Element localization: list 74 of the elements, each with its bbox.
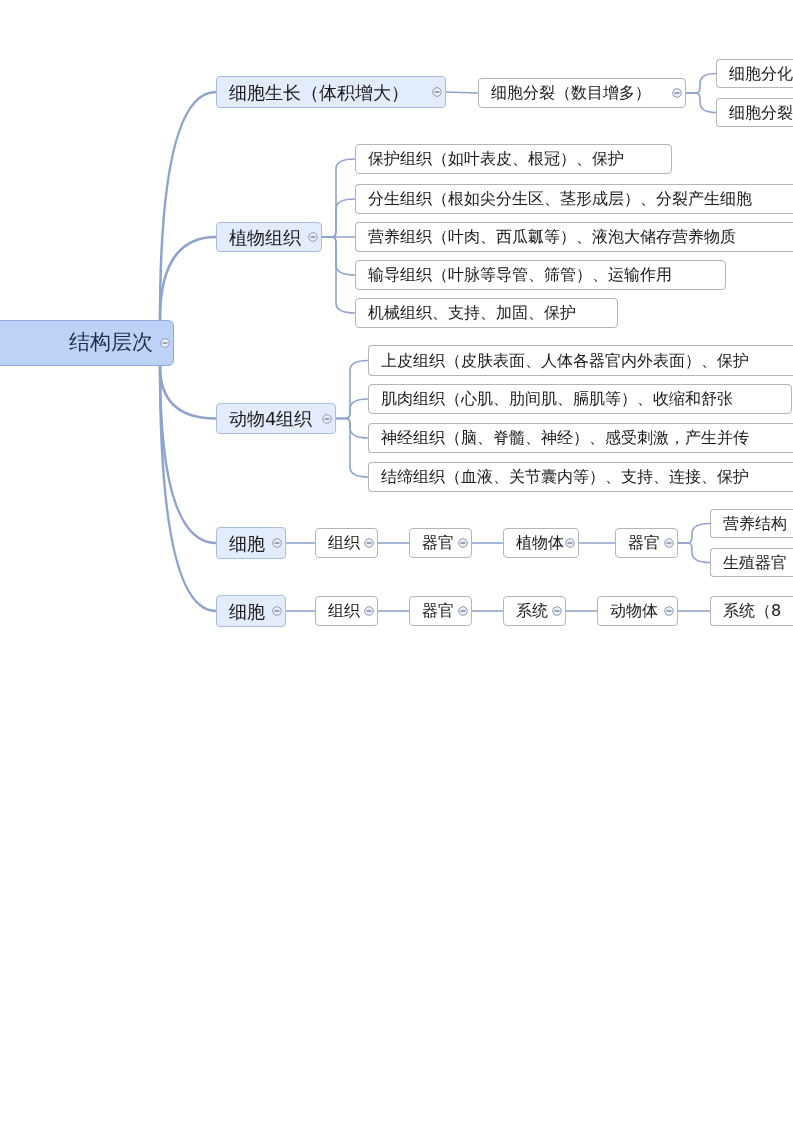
connector-line — [565, 610, 598, 612]
subtopic-box — [597, 596, 678, 626]
topic-text: 细胞分裂 — [729, 101, 793, 124]
topic-text: 保护组织（如叶表皮、根冠）、保护 — [368, 148, 624, 170]
subtopic-box — [368, 462, 793, 492]
topic-text: 机械组织、支持、加固、保护 — [368, 302, 576, 324]
subtopic-box — [315, 596, 378, 626]
topic-text: 输导组织（叶脉等导管、筛管）、运输作用 — [368, 264, 672, 286]
subtopic-box — [368, 345, 793, 376]
topic-text: 结缔组织（血液、关节囊内等）、支持、连接、保护 — [381, 466, 749, 488]
topic-text: 组织 — [328, 532, 360, 554]
main-topic-box — [216, 76, 446, 108]
topic-text: 细胞 — [229, 599, 265, 624]
subtopic-box — [368, 423, 793, 453]
subtopic-box — [355, 144, 672, 174]
topic-text: 器官 — [628, 532, 660, 554]
topic-text: 细胞分化 — [729, 62, 793, 85]
topic-text: 植物体 — [516, 532, 564, 554]
connector-line — [158, 235, 217, 321]
subtopic-box — [409, 596, 472, 626]
connector-line — [321, 236, 356, 314]
subtopic-box — [355, 184, 793, 214]
connector-line — [677, 610, 711, 612]
topic-text: 营养结构 — [723, 512, 787, 535]
main-topic-box — [216, 595, 286, 627]
topic-text: 系统（8 — [723, 600, 782, 622]
subtopic-box — [716, 98, 793, 127]
connector-line — [158, 366, 217, 613]
connector-line — [578, 542, 616, 544]
topic-text: 细胞 — [229, 531, 265, 556]
topic-text: 植物组织 — [229, 225, 301, 250]
topic-text: 系统 — [516, 600, 548, 622]
topic-text: 神经组织（脑、脊髓、神经）、感受刺激，产生并传 — [381, 427, 749, 449]
topic-text: 细胞分裂（数目增多） — [491, 82, 651, 104]
topic-text: 营养组织（叶肉、西瓜瓤等）、液泡大储存营养物质 — [368, 226, 736, 248]
subtopic-box — [355, 298, 618, 328]
topic-text: 细胞生长（体积增大） — [229, 80, 409, 105]
main-topic-box — [216, 403, 336, 434]
connector-line — [471, 542, 504, 544]
connector-line — [335, 417, 369, 478]
connector-line — [685, 92, 717, 114]
topic-text: 结构层次 — [69, 329, 153, 357]
topic-text: 上皮组织（皮肤表面、人体各器官内外表面）、保护 — [381, 349, 749, 372]
subtopic-box — [355, 260, 726, 290]
subtopic-box — [710, 548, 793, 577]
topic-text: 肌肉组织（心肌、肋间肌、膈肌等）、收缩和舒张 — [381, 388, 733, 410]
connector-line — [471, 610, 504, 612]
subtopic-box — [615, 528, 678, 558]
topic-text: 动物体 — [610, 600, 658, 622]
subtopic-box — [368, 384, 792, 414]
main-topic-box — [216, 527, 286, 559]
connector-line — [285, 542, 316, 544]
subtopic-box — [503, 528, 579, 558]
subtopic-box — [503, 596, 566, 626]
topic-text: 分生组织（根如尖分生区、茎形成层）、分裂产生细胞 — [368, 188, 752, 210]
main-topic-box — [216, 222, 322, 252]
connector-line — [677, 542, 711, 564]
connector-line — [377, 610, 410, 612]
connector-line — [285, 610, 316, 612]
subtopic-box — [716, 59, 793, 88]
root-topic-box — [0, 320, 174, 366]
topic-text: 组织 — [328, 600, 360, 622]
connector-line — [377, 542, 410, 544]
subtopic-box — [315, 528, 378, 558]
topic-text: 器官 — [422, 532, 454, 554]
topic-text: 器官 — [422, 600, 454, 622]
subtopic-box — [478, 78, 686, 108]
subtopic-box — [710, 509, 793, 538]
subtopic-box — [409, 528, 472, 558]
connector-line — [445, 91, 479, 94]
topic-text: 动物4组织 — [229, 407, 313, 431]
topic-text: 生殖器官 — [723, 551, 787, 574]
subtopic-box — [710, 596, 793, 626]
subtopic-box — [355, 222, 793, 252]
